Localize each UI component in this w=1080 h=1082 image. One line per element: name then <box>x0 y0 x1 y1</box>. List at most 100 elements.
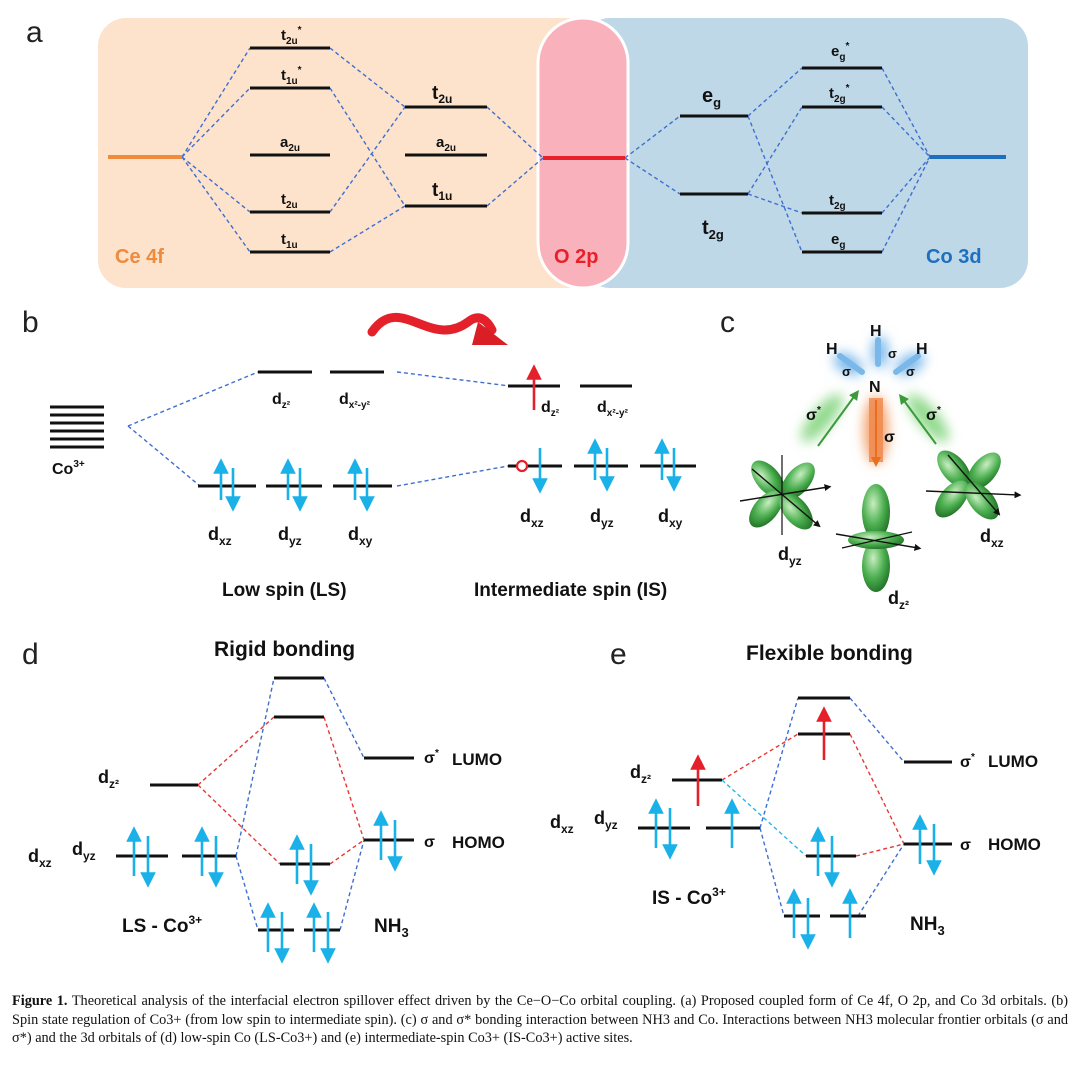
ls-electrons <box>213 458 375 512</box>
low-spin-label: Low spin (LS) <box>222 580 347 601</box>
dz2-orbital <box>835 484 922 592</box>
ce-level-label: t2u <box>281 191 298 211</box>
e-sigma: σ <box>960 837 971 854</box>
panel-b: b Co3+ <box>22 306 696 601</box>
ls-t2g-label: dxz <box>208 524 232 548</box>
d-sigma-star: σ* <box>424 748 439 767</box>
nh-sigma: σ <box>842 364 851 379</box>
e-dz2-label: dz² <box>630 762 651 786</box>
co-level-label: eg* <box>831 41 849 63</box>
panel-e-title: Flexible bonding <box>746 642 913 665</box>
co-mid-label: eg <box>702 85 721 110</box>
co-level-label: eg <box>831 231 845 251</box>
co-mid-label: t2g <box>702 217 724 242</box>
panel-d-red-dash <box>197 716 365 865</box>
dyz-orbital <box>739 455 832 535</box>
is-t2g-label: dxy <box>658 506 683 530</box>
panel-a-correlation-lines <box>181 47 931 253</box>
co-level-label: t2g <box>829 192 846 212</box>
dxz-label: dxz <box>980 526 1004 550</box>
co-3d-region <box>582 18 1028 288</box>
e-dyz-label: dyz <box>594 808 618 832</box>
is-eg-label: dx²-y² <box>597 399 629 419</box>
ce-levels <box>250 46 882 254</box>
nh-sigma: σ <box>906 364 915 379</box>
panel-e-cyan-dash <box>721 779 807 857</box>
d-lumo-label: LUMO <box>452 750 502 769</box>
is-t2g-label: dxz <box>520 506 544 530</box>
sigma-star-label: σ* <box>926 405 941 424</box>
panel-d-electrons <box>126 810 403 964</box>
hydrogen-atom: H <box>916 341 928 358</box>
ce-level-label: t2u* <box>281 25 302 47</box>
panel-c: c N H H H σ σ σ σ σ* σ* <box>720 306 1022 612</box>
caption-text: Theoretical analysis of the interfacial … <box>12 993 1068 1046</box>
d-sigma: σ <box>424 834 435 851</box>
o-2p-label: O 2p <box>554 246 598 268</box>
d-co-label: LS - Co3+ <box>122 913 202 937</box>
is-electrons <box>532 438 682 494</box>
panel-b-dash <box>127 371 511 487</box>
ce-level-label: t1u* <box>281 65 302 87</box>
ls-eg-label: dx²-y² <box>339 391 371 411</box>
panel-d-levels <box>116 676 414 932</box>
hole-circle <box>515 459 529 473</box>
panel-e-red-electrons <box>690 706 832 806</box>
d-dz2-label: dz² <box>98 767 119 791</box>
e-dxz-label: dxz <box>550 812 574 836</box>
panel-e-electrons <box>648 798 942 950</box>
dxz-orbital <box>925 450 1022 520</box>
panel-e-levels <box>638 696 952 918</box>
dz2-label: dz² <box>888 588 909 612</box>
panel-e-blue-dash <box>759 697 905 917</box>
co-3d-label: Co 3d <box>926 246 982 268</box>
panel-d: d Rigid bonding dz² dxz <box>22 638 505 964</box>
d-dxz-label: dxz <box>28 846 52 870</box>
panel-e-red-dash <box>721 733 905 857</box>
hydrogen-atom: H <box>826 341 838 358</box>
d-dyz-label: dyz <box>72 839 96 863</box>
ce-mid-label: t1u <box>432 180 452 203</box>
panel-d-title: Rigid bonding <box>214 638 355 661</box>
e-nh3-label: NH3 <box>910 914 945 938</box>
e-lumo-label: LUMO <box>988 752 1038 771</box>
transition-arrow-head <box>472 322 508 345</box>
sigma-label: σ <box>884 429 895 446</box>
sigma-star-arrow-left <box>817 389 859 447</box>
caption-label: Figure 1. <box>12 993 68 1009</box>
ce-level-label: t1u <box>281 231 298 251</box>
sigma-star-label: σ* <box>806 405 821 424</box>
o-2p-region <box>536 16 630 290</box>
co-level-label: t2g* <box>829 83 850 105</box>
d-nh3-label: NH3 <box>374 916 409 940</box>
nh-sigma: σ <box>888 346 897 361</box>
e-sigma-star: σ* <box>960 752 975 771</box>
nh-bonds <box>837 337 921 375</box>
co3-degenerate-levels <box>50 405 104 449</box>
panel-c-letter: c <box>720 306 735 339</box>
nitrogen-atom: N <box>869 379 881 396</box>
transition-curved-arrow <box>367 313 497 337</box>
co3-ion-label: Co3+ <box>52 459 85 478</box>
panel-e-letter: e <box>610 638 627 671</box>
ce-level-label: a2u <box>280 134 300 154</box>
e-homo-label: HOMO <box>988 835 1041 854</box>
ce-mid-label: t2u <box>432 83 452 106</box>
ls-t2g-label: dyz <box>278 524 302 548</box>
ls-t2g-label: dxy <box>348 524 373 548</box>
sigma-star-arrow-right <box>899 393 937 445</box>
hydrogen-atom: H <box>870 323 882 340</box>
ce-4f-label: Ce 4f <box>115 246 164 268</box>
panel-b-letter: b <box>22 306 39 339</box>
panel-d-blue-dash <box>235 677 365 931</box>
is-eg-label: dz² <box>541 399 560 419</box>
panel-e: e Flexible bonding <box>550 638 1041 950</box>
panel-a-letter: a <box>26 16 43 49</box>
d-homo-label: HOMO <box>452 833 505 852</box>
is-t2g-label: dyz <box>590 506 614 530</box>
figure-caption: Figure 1. Theoretical analysis of the in… <box>12 992 1068 1048</box>
intermediate-spin-label: Intermediate spin (IS) <box>474 580 667 601</box>
panel-b-levels <box>198 370 696 488</box>
ls-eg-label: dz² <box>272 391 291 411</box>
